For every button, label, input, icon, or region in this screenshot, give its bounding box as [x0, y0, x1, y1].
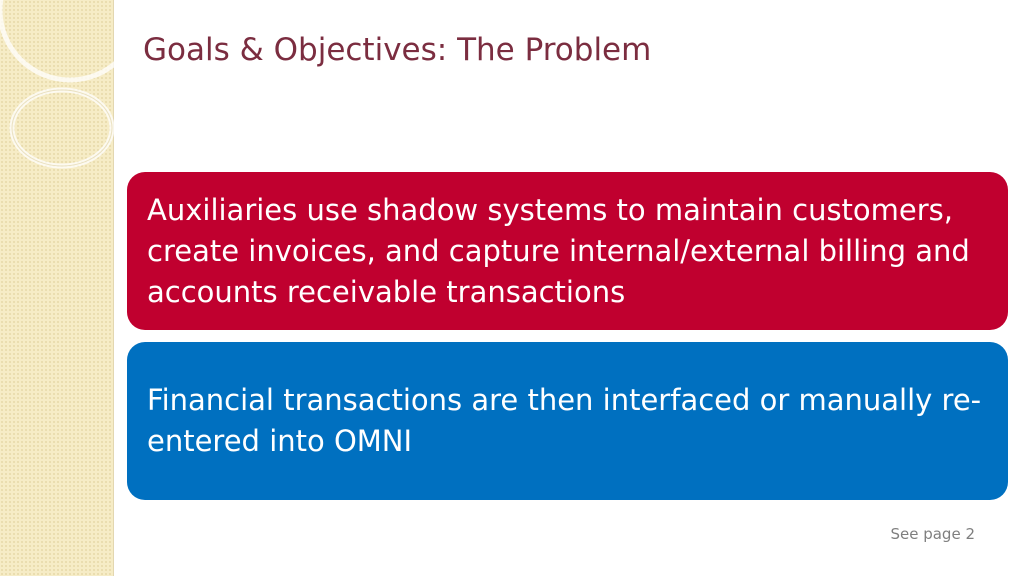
slide-title: Goals & Objectives: The Problem [143, 32, 652, 68]
page-reference-footnote: See page 2 [890, 525, 975, 543]
decorative-side-strip [0, 0, 114, 576]
problem-box-shadow-systems: Auxiliaries use shadow systems to mainta… [127, 172, 1008, 330]
problem-box-omni-reentry-text: Financial transactions are then interfac… [147, 383, 982, 458]
decorative-rings-graphic [0, 0, 143, 169]
problem-box-omni-reentry: Financial transactions are then interfac… [127, 342, 1008, 500]
problem-box-shadow-systems-text: Auxiliaries use shadow systems to mainta… [147, 192, 970, 309]
